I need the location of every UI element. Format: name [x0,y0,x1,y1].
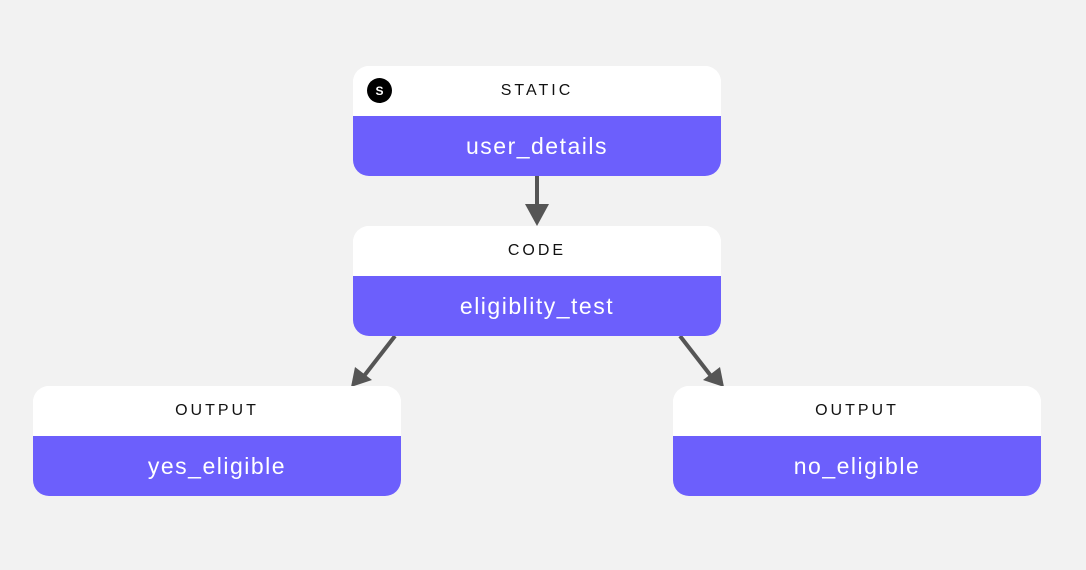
edge-user-details-to-eligibility-test [525,176,549,226]
node-body: user_details [353,116,721,176]
node-yes-eligible[interactable]: OUTPUT yes_eligible [33,386,401,496]
edge-eligibility-test-to-no-eligible [678,334,724,387]
node-header: OUTPUT [673,386,1041,436]
node-body: no_eligible [673,436,1041,496]
node-header: OUTPUT [33,386,401,436]
node-type-label: OUTPUT [175,402,259,419]
node-eligibility-test[interactable]: CODE eligiblity_test [353,226,721,336]
node-header: CODE [353,226,721,276]
start-badge-icon: S [367,78,392,103]
node-body: yes_eligible [33,436,401,496]
node-no-eligible[interactable]: OUTPUT no_eligible [673,386,1041,496]
arrowhead-icon [351,367,372,387]
node-type-label: STATIC [500,82,574,99]
node-header: S STATIC [353,66,721,116]
node-type-label: CODE [507,242,567,259]
node-name-label: eligiblity_test [459,292,615,319]
node-name-label: user_details [465,132,609,159]
node-name-label: no_eligible [793,452,921,479]
node-body: eligiblity_test [353,276,721,336]
edge-eligibility-test-to-yes-eligible [351,334,397,387]
node-type-label: OUTPUT [815,402,899,419]
arrowhead-icon [703,367,724,387]
node-name-label: yes_eligible [147,452,287,479]
arrowhead-icon [525,204,549,226]
node-user-details[interactable]: S STATIC user_details [353,66,721,176]
